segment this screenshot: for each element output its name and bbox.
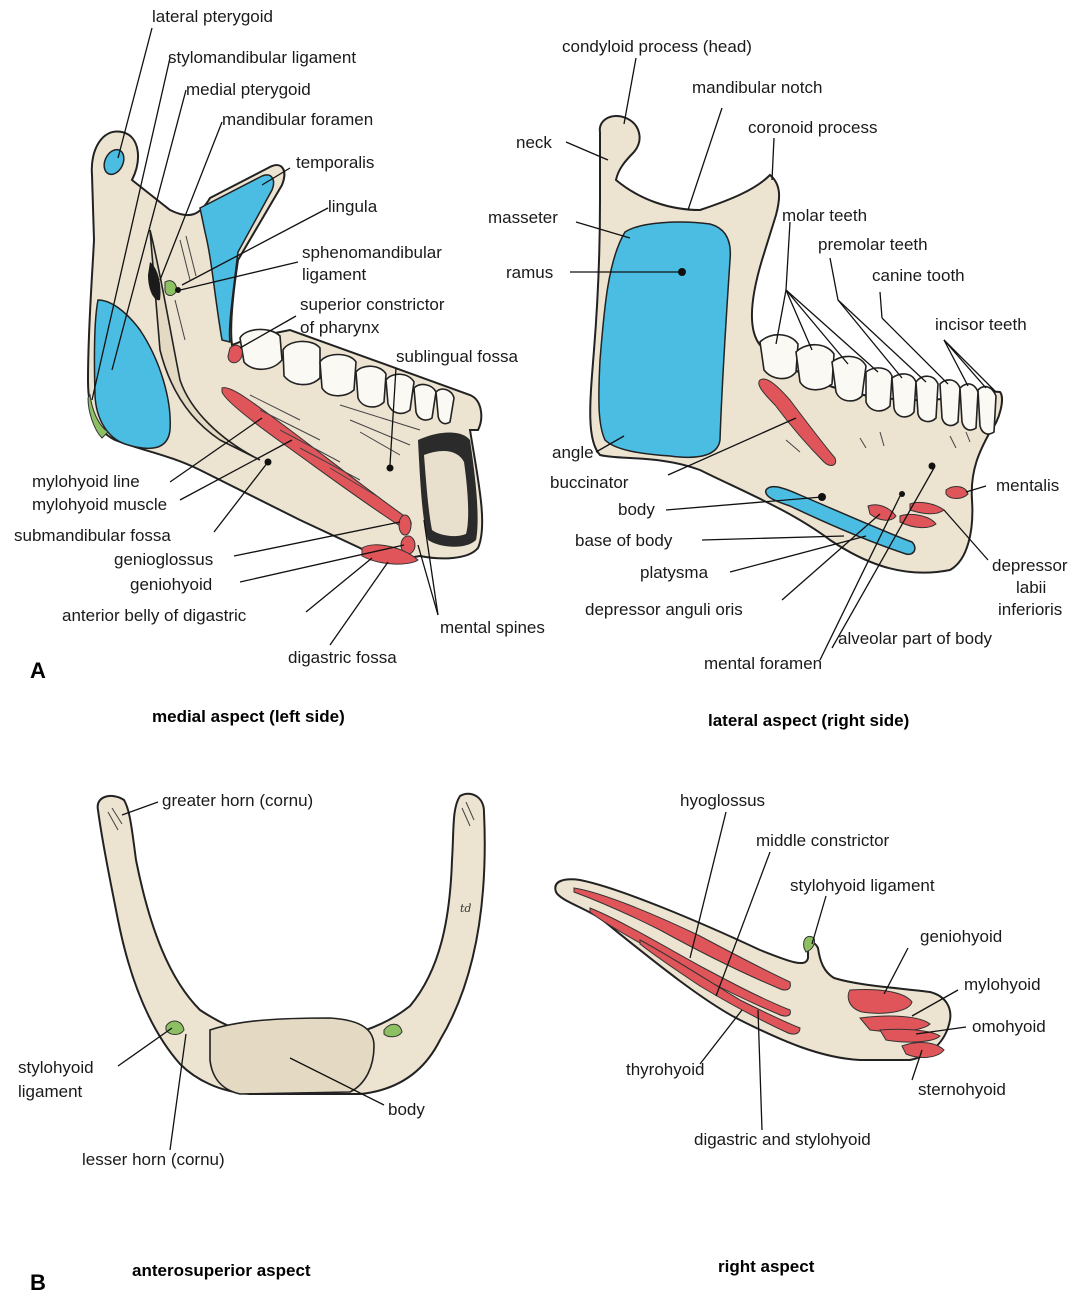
label-hyoglossus: hyoglossus — [680, 791, 765, 810]
label-incisor-teeth: incisor teeth — [935, 315, 1027, 334]
label-stylomandibular-ligament: stylomandibular ligament — [168, 48, 356, 67]
label-neck: neck — [516, 133, 552, 152]
label-temporalis: temporalis — [296, 153, 374, 172]
label-sphenomandibular-1: sphenomandibular — [302, 243, 442, 262]
label-coronoid-process: coronoid process — [748, 118, 877, 137]
label-mylohyoid: mylohyoid — [964, 975, 1041, 994]
label-mental-foramen: mental foramen — [704, 654, 822, 673]
artist-signature: td — [460, 902, 471, 915]
label-mylohyoid-muscle: mylohyoid muscle — [32, 495, 167, 514]
label-sphenomandibular-2: ligament — [302, 265, 367, 284]
label-stylohyoid-ligament-1: stylohyoid — [18, 1058, 94, 1077]
label-mental-spines: mental spines — [440, 618, 545, 637]
label-superior-constrictor-1: superior constrictor — [300, 295, 445, 314]
part-b-letter: B — [30, 1270, 46, 1295]
label-geniohyoid-b: geniohyoid — [920, 927, 1002, 946]
part-a-letter: A — [30, 658, 46, 683]
label-ramus: ramus — [506, 263, 553, 282]
caption-lateral-aspect: lateral aspect (right side) — [708, 711, 909, 730]
label-omohyoid: omohyoid — [972, 1017, 1046, 1036]
label-angle: angle — [552, 443, 594, 462]
label-sternohyoid: sternohyoid — [918, 1080, 1006, 1099]
label-base-of-body: base of body — [575, 531, 673, 550]
label-condyloid-process: condyloid process (head) — [562, 37, 752, 56]
label-mandibular-foramen: mandibular foramen — [222, 110, 373, 129]
label-mentalis: mentalis — [996, 476, 1059, 495]
label-genioglossus: genioglossus — [114, 550, 213, 569]
label-body-b: body — [388, 1100, 425, 1119]
label-body-a: body — [618, 500, 655, 519]
label-digastric-stylohyoid: digastric and stylohyoid — [694, 1130, 871, 1149]
label-middle-constrictor: middle constrictor — [756, 831, 890, 850]
label-premolar-teeth: premolar teeth — [818, 235, 928, 254]
label-thyrohyoid: thyrohyoid — [626, 1060, 704, 1079]
caption-right-aspect: right aspect — [718, 1257, 815, 1276]
label-depressor-labii-1: depressor — [992, 556, 1068, 575]
hyoid-right-drawing — [555, 879, 950, 1060]
label-lesser-horn: lesser horn (cornu) — [82, 1150, 225, 1169]
label-mandibular-notch: mandibular notch — [692, 78, 822, 97]
label-medial-pterygoid: medial pterygoid — [186, 80, 311, 99]
label-canine-tooth: canine tooth — [872, 266, 965, 285]
label-platysma: platysma — [640, 563, 709, 582]
label-depressor-labii-3: inferioris — [998, 600, 1062, 619]
label-buccinator: buccinator — [550, 473, 629, 492]
hyoid-anterosuperior-labels: greater horn (cornu) stylohyoid ligament… — [18, 791, 471, 1169]
caption-medial-aspect: medial aspect (left side) — [152, 707, 345, 726]
label-anterior-belly-digastric: anterior belly of digastric — [62, 606, 247, 625]
label-superior-constrictor-2: of pharynx — [300, 318, 380, 337]
label-depressor-labii-2: labii — [1016, 578, 1046, 597]
label-stylohyoid-ligament-2: ligament — [18, 1082, 83, 1101]
label-depressor-anguli-oris: depressor anguli oris — [585, 600, 743, 619]
label-geniohyoid-a: geniohyoid — [130, 575, 212, 594]
label-digastric-fossa: digastric fossa — [288, 648, 397, 667]
label-masseter: masseter — [488, 208, 558, 227]
label-submandibular-fossa: submandibular fossa — [14, 526, 171, 545]
label-lingula: lingula — [328, 197, 378, 216]
label-sublingual-fossa: sublingual fossa — [396, 347, 518, 366]
label-alveolar-part: alveolar part of body — [838, 629, 993, 648]
caption-anterosuperior-aspect: anterosuperior aspect — [132, 1261, 311, 1280]
label-lateral-pterygoid: lateral pterygoid — [152, 7, 273, 26]
label-mylohyoid-line: mylohyoid line — [32, 472, 140, 491]
label-greater-horn: greater horn (cornu) — [162, 791, 313, 810]
hyoid-anterosuperior-drawing — [98, 794, 485, 1094]
label-molar-teeth: molar teeth — [782, 206, 867, 225]
label-stylohyoid-ligament: stylohyoid ligament — [790, 876, 935, 895]
